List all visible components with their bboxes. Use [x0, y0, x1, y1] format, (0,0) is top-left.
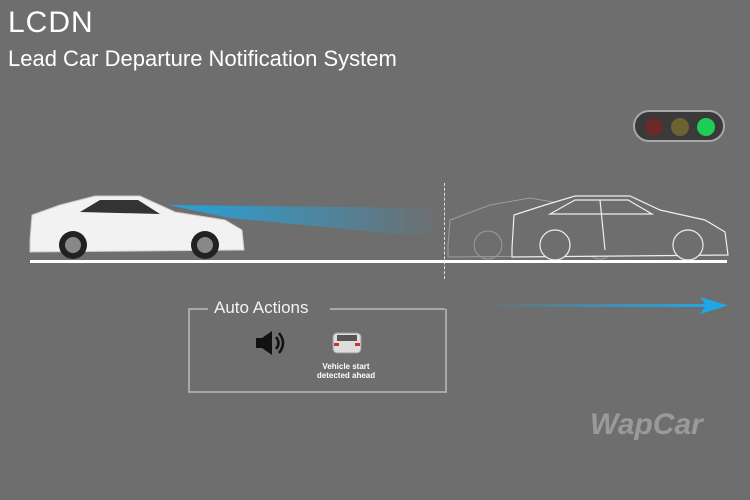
red-lamp [645, 118, 663, 136]
sensor-beam [168, 205, 440, 238]
auto-actions-panel [188, 309, 447, 393]
vehicle-label-line1: Vehicle start [322, 362, 370, 371]
road-line [30, 260, 727, 263]
vehicle-label-line2: detected ahead [316, 371, 376, 380]
vehicle-icon [332, 332, 362, 354]
auto-actions-label: Auto Actions [214, 298, 309, 317]
lead-car-icon [511, 195, 729, 261]
page-title: LCDN [8, 6, 94, 39]
watermark-logo: WapCar [590, 408, 703, 441]
vehicle-start-label: Vehicle start detected ahead [310, 362, 382, 380]
yellow-lamp [671, 118, 689, 136]
speaker-icon [256, 331, 285, 355]
departure-arrow-icon [480, 297, 728, 314]
panel-border [330, 308, 445, 310]
distance-marker-line [444, 183, 445, 279]
page-subtitle: Lead Car Departure Notification System [8, 46, 397, 71]
own-car-icon [29, 195, 245, 259]
panel-border [188, 308, 208, 310]
green-lamp [697, 118, 715, 136]
traffic-light [633, 110, 725, 142]
